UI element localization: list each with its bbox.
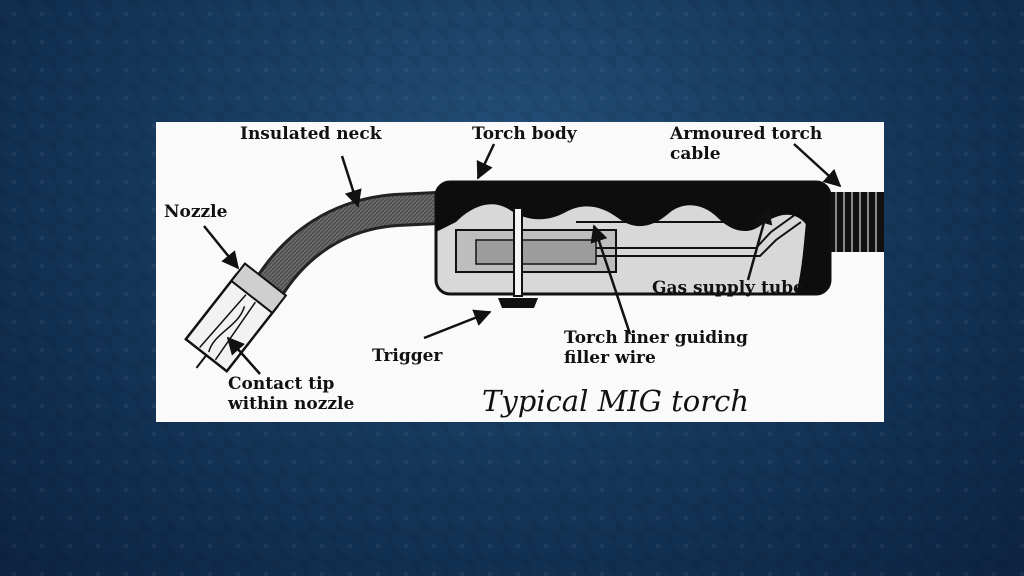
label-armoured-cable-line2: cable <box>670 144 721 164</box>
nozzle-shape <box>184 262 288 373</box>
label-contact-tip-line1: Contact tip <box>228 374 335 394</box>
mig-torch-figure: Insulated neck Torch body Armoured torch… <box>156 122 884 422</box>
label-nozzle: Nozzle <box>164 202 228 222</box>
label-torch-liner-line2: filler wire <box>564 348 656 368</box>
leader-arrows <box>203 143 842 375</box>
figure-caption: Typical MIG torch <box>482 384 750 418</box>
label-insulated-neck: Insulated neck <box>240 124 382 144</box>
label-trigger: Trigger <box>372 346 443 366</box>
torch-body-shape <box>434 180 832 308</box>
label-contact-tip-line2: within nozzle <box>228 394 355 414</box>
label-armoured-cable-line1: Armoured torch <box>670 124 823 144</box>
label-gas-supply-tube: Gas supply tube <box>652 278 804 298</box>
label-torch-liner-line1: Torch liner guiding <box>564 328 748 348</box>
label-torch-body: Torch body <box>472 124 577 144</box>
insulated-neck-shape <box>251 191 439 302</box>
armoured-cable-shape <box>828 192 884 252</box>
mig-torch-diagram <box>184 143 884 375</box>
